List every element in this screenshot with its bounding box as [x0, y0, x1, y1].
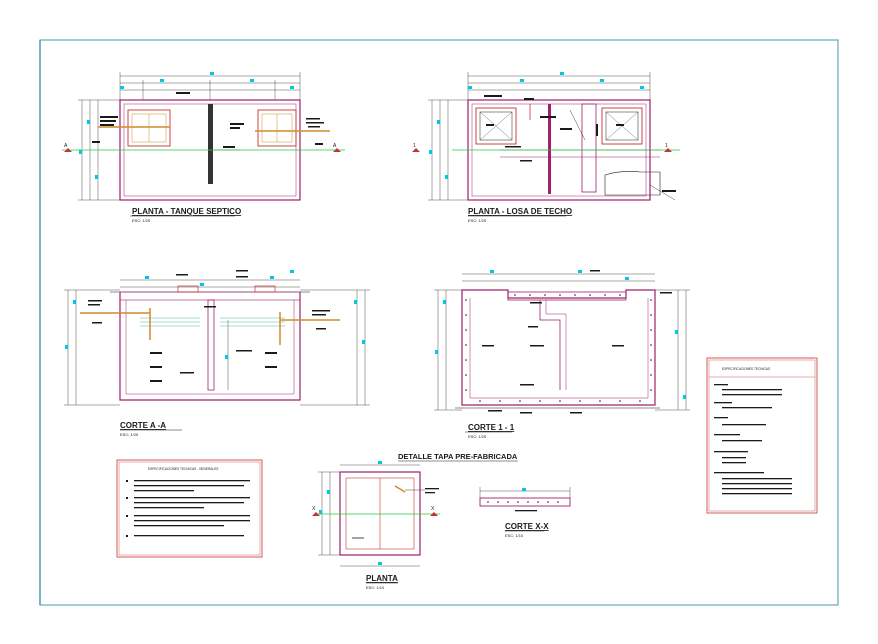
section-mark-x-left: X [312, 506, 316, 512]
scale-corte-a: ESC: 1/25 [120, 432, 139, 437]
detalle-tapa-view: DETALLE TAPA PRE-FABRICADA X X PLANTA ES… [312, 452, 518, 590]
title-planta-tanque: PLANTA - TANQUE SEPTICO [132, 207, 241, 216]
section-mark-a-right: A [333, 143, 337, 149]
scale-planta-tanque: ESC: 1/25 [132, 218, 151, 223]
section-marker-icon [312, 512, 438, 516]
section-marker-icon [412, 148, 672, 152]
planta-losa-view: 1 1 PLANTA - LOSA DE TECHO ESC: 1/25 [412, 72, 680, 223]
title-planta-tapa: PLANTA [366, 574, 398, 583]
corte-x-view: CORTE X-X ESC: 1/10 [479, 487, 571, 538]
section-mark-1-right: 1 [665, 143, 668, 149]
section-mark-a-left: A [64, 143, 68, 149]
planta-tanque-view: A A PLANTA - TANQUE SEPTICO ESC: 1/25 [62, 72, 345, 223]
scale-corte-x: ESC: 1/10 [505, 533, 524, 538]
scale-planta-tapa: ESC: 1/10 [366, 585, 385, 590]
title-corte-1: CORTE 1 - 1 [468, 423, 515, 432]
corte-1-view: CORTE 1 - 1 ESC: 1/25 [434, 270, 690, 439]
spec-left-title: ESPECIFICACIONES TECNICAS - GENERALES [148, 467, 218, 471]
title-corte-x: CORTE X-X [505, 522, 549, 531]
title-detalle-tapa: DETALLE TAPA PRE-FABRICADA [398, 452, 518, 461]
spec-box-right: ESPECIFICACIONES TECNICAS [706, 357, 818, 514]
title-corte-a: CORTE A -A [120, 421, 166, 430]
spec-box-left: ESPECIFICACIONES TECNICAS - GENERALES [116, 459, 263, 558]
section-marker-icon [64, 148, 341, 152]
section-mark-x-right: X [431, 506, 435, 512]
section-mark-1-left: 1 [413, 143, 416, 149]
corte-a-view: CORTE A -A ESC: 1/25 [64, 270, 370, 437]
spec-right-title: ESPECIFICACIONES TECNICAS [722, 367, 770, 371]
scale-planta-losa: ESC: 1/25 [468, 218, 487, 223]
scale-corte-1: ESC: 1/25 [468, 434, 487, 439]
title-planta-losa: PLANTA - LOSA DE TECHO [468, 207, 572, 216]
